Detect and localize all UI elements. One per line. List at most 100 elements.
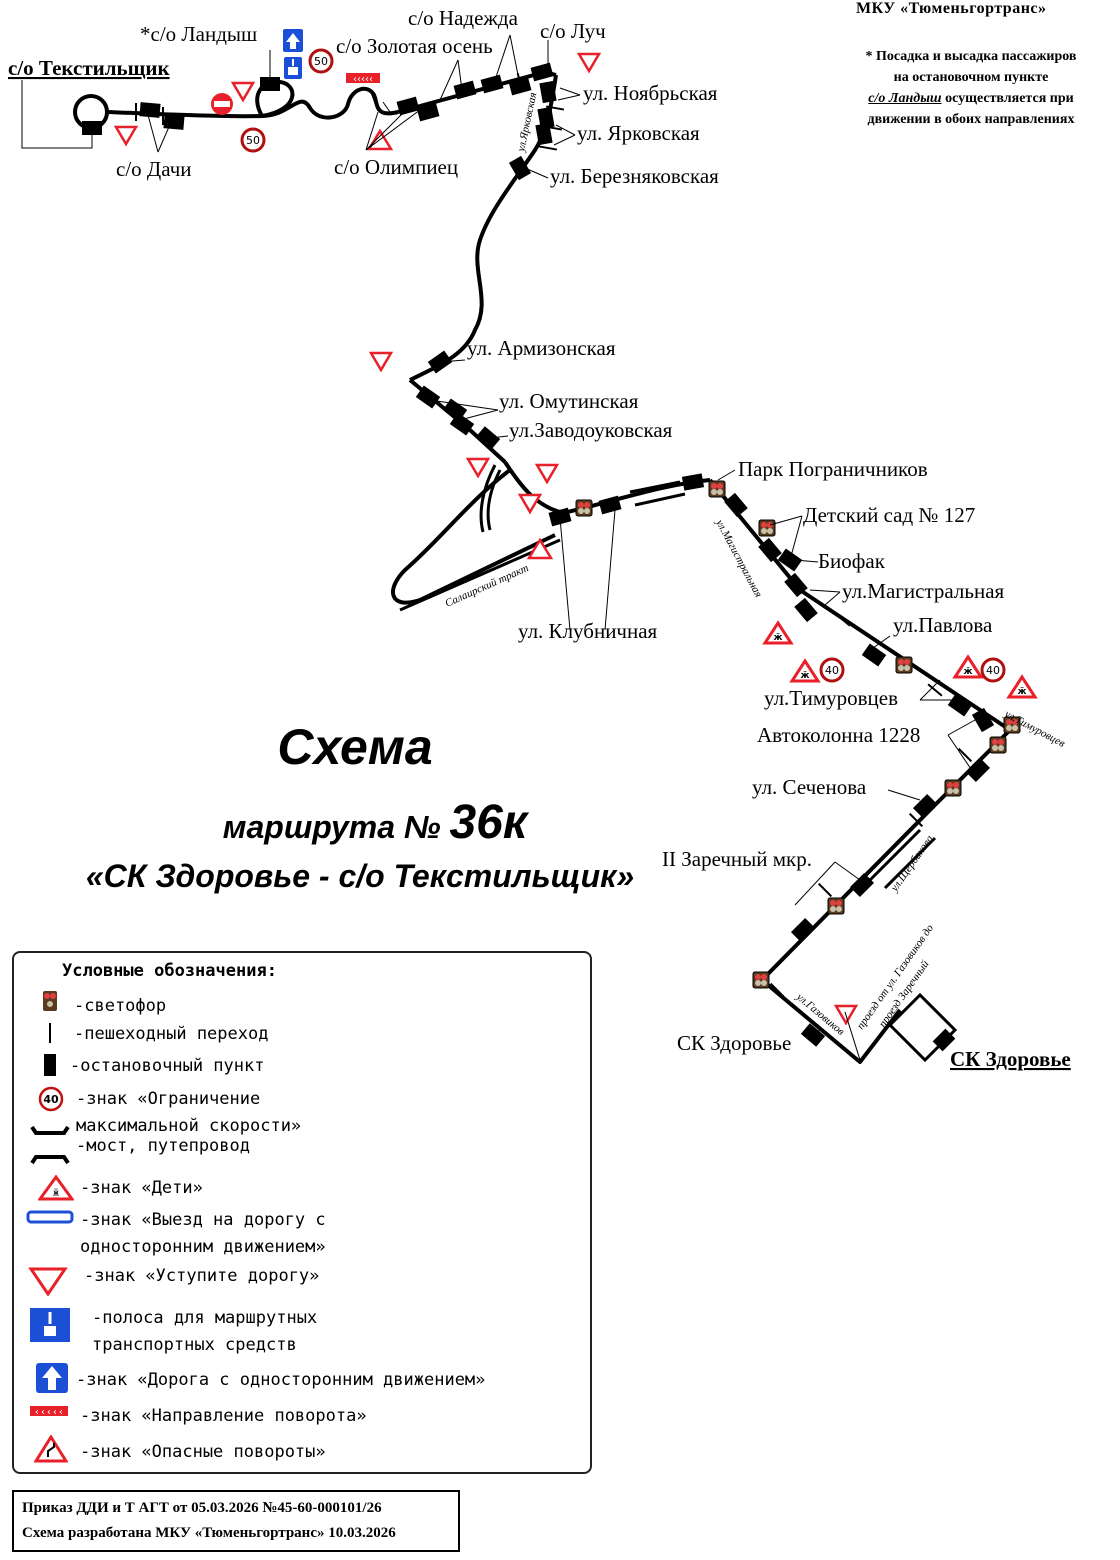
stop-label: ул.Павлова	[893, 613, 993, 637]
landysh-note: * Посадка и высадка пассажиров на остано…	[836, 46, 1106, 130]
legend-item-label: -знак «Дети»	[80, 1178, 203, 1198]
traffic-light-icon	[752, 971, 770, 989]
yield-sign-icon	[535, 463, 559, 484]
legend-item-label: -остановочный пункт	[70, 1056, 265, 1076]
bridge-icon	[28, 1123, 72, 1172]
traffic-light-icon	[758, 519, 776, 537]
pedestrian-crossing-icon	[908, 812, 924, 828]
route-number: 36к	[449, 796, 528, 849]
speed-limit-40-icon: 40	[819, 657, 845, 683]
note-line: на остановочном пункте	[893, 70, 1049, 85]
stop-label: ул. Ярковская	[577, 121, 700, 145]
stop-label: СК Здоровье	[677, 1031, 791, 1055]
pedestrian-crossing-icon	[370, 93, 380, 111]
traffic-light-icon	[895, 656, 913, 674]
svg-text:50: 50	[246, 134, 260, 147]
legend-item-label: -светофор	[74, 996, 167, 1016]
bus-lane-icon	[284, 57, 302, 79]
svg-text:40: 40	[986, 664, 1000, 677]
no-entry-icon	[211, 93, 233, 115]
legend-item-label: -знак «Уступите дорогу»	[84, 1266, 320, 1286]
bus-stop-icon	[724, 492, 748, 518]
bus-stop-icon	[598, 495, 622, 515]
bus-lane-icon	[28, 1306, 72, 1349]
legend-item-label: -знак «Опасные повороты»	[80, 1442, 326, 1462]
legend-title: Условные обозначения:	[62, 961, 277, 981]
interchange-lines	[399, 464, 937, 890]
bus-stop-icon	[971, 707, 995, 733]
stop-label: с/о Олимпиец	[334, 155, 458, 179]
legend-item-label: -знак «Выезд на дорогу с односторонним д…	[80, 1210, 326, 1257]
traffic-light-icon	[989, 736, 1007, 754]
street-label: ул.Щербакова	[888, 833, 936, 895]
stop-label: Детский сад № 127	[803, 503, 975, 527]
sk-zdorovye-building	[887, 992, 958, 1063]
traffic-light-icon	[944, 779, 962, 797]
yield-sign-icon	[369, 351, 393, 372]
bus-stop-icon	[681, 473, 705, 491]
stop-label: ул. Ноябрьская	[583, 81, 718, 105]
route-title: маршрута № 36к	[150, 795, 600, 850]
stop-label: ул. Березняковская	[550, 164, 719, 188]
bus-stop-icon	[790, 917, 816, 943]
pedestrian-crossing-icon	[835, 613, 851, 627]
scheme-title: Схема	[277, 719, 433, 775]
legend-item-label: -полоса для маршрутных транспортных сред…	[92, 1308, 318, 1355]
yield-sign-icon	[577, 52, 601, 73]
stop-label: *с/о Ландыш	[140, 22, 257, 46]
traffic-light-icon	[575, 499, 593, 517]
footer-credit: Схема разработана МКУ «Тюменьгортранс» 1…	[22, 1525, 396, 1541]
stop-label: Биофак	[818, 549, 886, 573]
stop-label: с/о Надежда	[408, 6, 519, 30]
one-way-exit-icon	[26, 1209, 76, 1230]
traffic-light-icon	[827, 897, 845, 915]
yield-sign-icon	[28, 1266, 68, 1301]
speed-limit-50-icon: 50	[308, 48, 334, 74]
svg-text:40: 40	[43, 1093, 59, 1106]
pedestrian-crossing-icon	[817, 882, 833, 898]
pedestrian-crossing-icon	[927, 683, 943, 697]
pedestrian-crossing-icon	[545, 105, 565, 111]
pedestrian-crossing-icon	[538, 145, 558, 151]
pedestrian-crossing-icon	[957, 747, 973, 763]
dangerous-curves-icon	[33, 1434, 69, 1468]
stop-label: ул. Сеченова	[752, 775, 867, 799]
road-signs: ‹‹‹‹‹	[114, 29, 1037, 1025]
pedestrian-crossing-icon	[769, 982, 785, 998]
bus-stop-icon	[530, 62, 554, 82]
traffic-light-icon	[708, 480, 726, 498]
note-line: движении в обоих направлениях	[867, 112, 1075, 127]
warning-triangle-icon	[527, 538, 553, 560]
svg-text:‹‹‹‹‹: ‹‹‹‹‹	[34, 1407, 64, 1418]
note-line: осуществляется при	[941, 91, 1074, 106]
yield-sign-icon	[231, 81, 255, 102]
legend-item-label: -знак «Дорога с односторонним движением»	[76, 1370, 486, 1390]
yield-sign-icon	[518, 493, 542, 514]
bus-stop-icon	[38, 1053, 62, 1082]
bus-stop-icon	[453, 80, 477, 100]
legend-item-label: -знак «Ограничение максимальной скорости…	[76, 1089, 302, 1136]
route-prefix: маршрута №	[222, 809, 450, 845]
bus-stop-icon	[480, 74, 504, 94]
terminal-end-label: СК Здоровье	[950, 1047, 1071, 1071]
bus-stop-icon	[475, 426, 501, 450]
stop-label: Автоколонна 1228	[757, 723, 920, 747]
stop-label: с/о Дачи	[116, 157, 192, 181]
footer-order: Приказ ДДИ и Т АГТ от 05.03.2026 №45-60-…	[22, 1500, 382, 1516]
children-sign-icon: ӂ	[37, 1174, 75, 1206]
svg-text:ӂ: ӂ	[53, 1187, 59, 1199]
bus-stop-icon	[912, 793, 938, 819]
pedestrian-crossing-icon	[38, 1021, 62, 1050]
stop-label: ул. Омутинская	[499, 389, 639, 413]
pedestrian-crossing-icon	[543, 125, 563, 131]
route-endpoints: «СК Здоровье - с/о Текстильщик»	[85, 858, 635, 894]
leader-lines	[21, 34, 976, 1061]
stop-label: II Заречный мкр.	[662, 847, 812, 871]
stop-label: ул. Клубничная	[518, 619, 658, 643]
legend-item-label: -мост, путепровод	[76, 1136, 250, 1156]
speed-limit-icon: 40	[34, 1086, 68, 1117]
stop-label: Парк Пограничников	[738, 457, 928, 481]
organization-name: МКУ «Тюменьгортранс»	[856, 0, 1047, 17]
terminal-start-label: с/о Текстильщик	[8, 56, 170, 80]
turn-direction-icon: ‹‹‹‹‹	[28, 1403, 70, 1423]
